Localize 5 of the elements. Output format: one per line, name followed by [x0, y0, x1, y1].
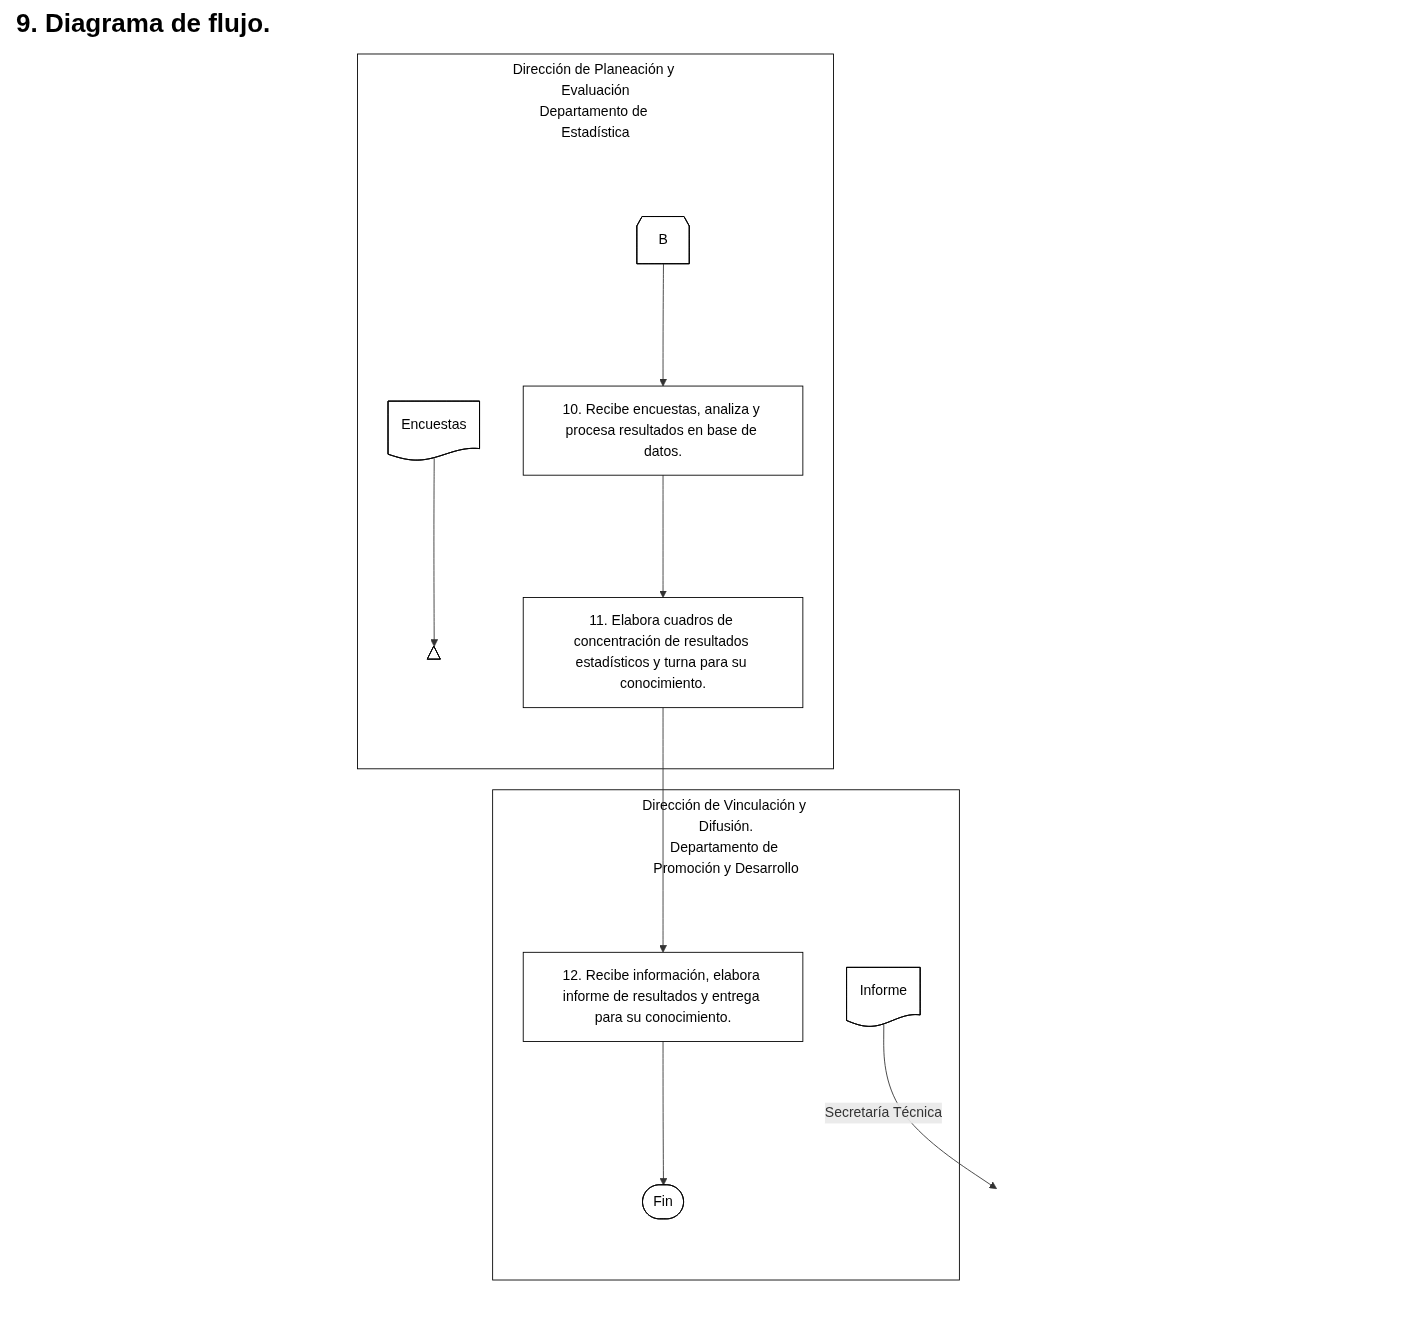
edge-label: Secretaría Técnica — [824, 1105, 942, 1121]
diagram-title: 9. Diagrama de flujo. — [16, 8, 272, 39]
node-box: 10. Recibe encuestas, analiza y procesa resultados en base de datos. — [522, 385, 804, 476]
node-box: 11. Elabora cuadros de concentración de resultados estadísticos y turna para su conocimiento. — [522, 597, 804, 709]
node-box: 12. Recibe información, elabora informe de resultados y entrega para su conocimiento. — [522, 951, 804, 1042]
